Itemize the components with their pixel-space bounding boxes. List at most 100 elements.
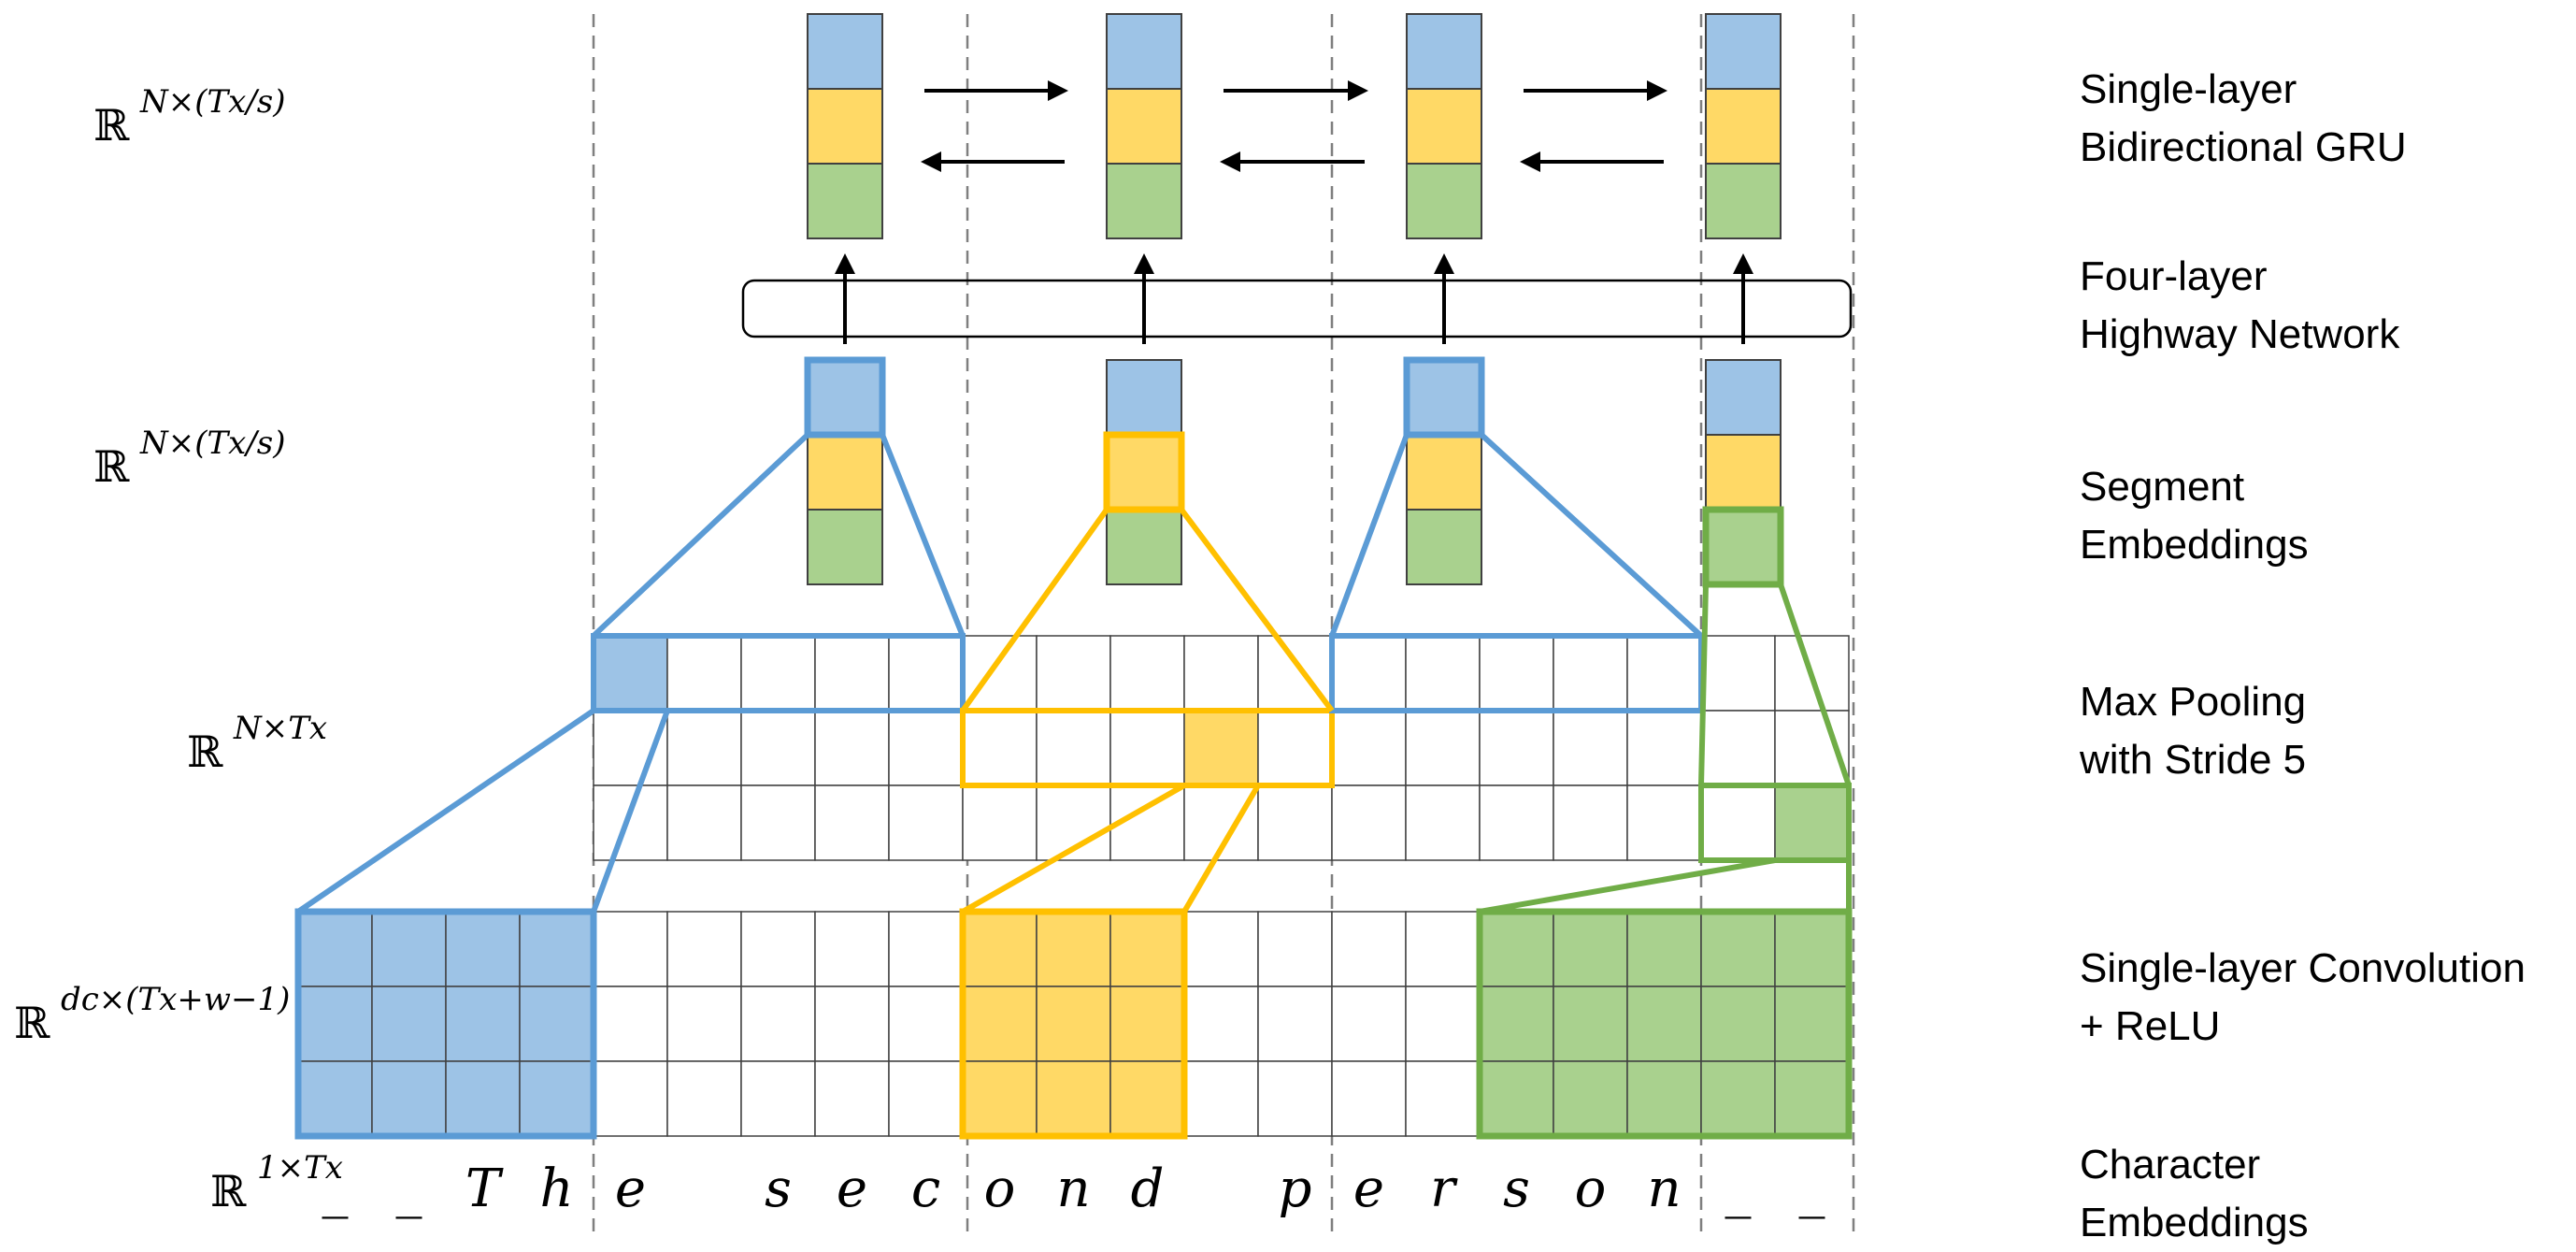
- segment-highlight-blue: [804, 356, 886, 439]
- layer-label-highway-line1: Four-layer: [2080, 253, 2268, 299]
- pool-cell: [1331, 635, 1407, 712]
- conv-cell: [1183, 1060, 1259, 1137]
- segment-cell-blue: [1106, 359, 1182, 436]
- conv-cell: [297, 911, 373, 987]
- gru-cell-green: [1705, 163, 1782, 239]
- pool-cell: [1109, 635, 1185, 712]
- character-token: T: [465, 1158, 504, 1219]
- layer-label-gru-line1: Single-layer: [2080, 66, 2297, 112]
- conv-cell: [1257, 1060, 1333, 1137]
- conv-cell: [1774, 986, 1850, 1062]
- highway-box: [741, 279, 1853, 338]
- pool-cell: [1183, 710, 1259, 786]
- dim-label-char-sup: 1×Tx: [257, 1149, 343, 1187]
- pool-cell: [1553, 710, 1628, 786]
- gru-cell-blue: [1106, 13, 1182, 90]
- conv-cell: [888, 911, 964, 987]
- conv-cell: [1626, 911, 1702, 987]
- gru-cell-yellow: [1705, 88, 1782, 165]
- character-token: s: [1503, 1158, 1530, 1219]
- layer-label-conv: Single-layer Convolution + ReLU: [2080, 945, 2526, 1049]
- conv-cell: [1257, 986, 1333, 1062]
- dim-label-conv: ℝ dc×(Tx+w−1): [14, 981, 290, 1048]
- layer-label-gru: Single-layer Bidirectional GRU: [2080, 66, 2407, 170]
- pool-cell: [1626, 710, 1702, 786]
- segment-cell-yellow: [807, 434, 883, 511]
- highway-layer: [741, 253, 1853, 344]
- dim-label-conv-sup: dc×(Tx+w−1): [61, 981, 290, 1018]
- dim-label-gru: ℝ N×(Tx/s): [93, 83, 286, 151]
- conv-cell: [814, 1060, 890, 1137]
- pool-cell: [1626, 635, 1702, 712]
- segment-cell-blue: [1406, 359, 1482, 436]
- layer-label-segment-line2: Embeddings: [2080, 522, 2309, 568]
- pool-cell: [740, 710, 816, 786]
- dim-label-char-base: ℝ: [210, 1166, 247, 1216]
- projection-lines: [296, 432, 1852, 914]
- layer-label-gru-line2: Bidirectional GRU: [2080, 124, 2407, 170]
- conv-cell: [1331, 1060, 1407, 1137]
- conv-cell: [1036, 1060, 1111, 1137]
- dim-label-conv-base: ℝ: [14, 998, 50, 1048]
- conv-cell: [297, 986, 373, 1062]
- conv-cell: [1700, 986, 1776, 1062]
- pool-cell: [1036, 710, 1111, 786]
- layer-label-segment: Segment Embeddings: [2080, 464, 2309, 568]
- layer-label-conv-line1: Single-layer Convolution: [2080, 945, 2526, 991]
- dim-label-segment-base: ℝ: [93, 441, 130, 492]
- character-token: o: [984, 1158, 1016, 1219]
- convolution-layer: [294, 908, 1853, 1140]
- conv-cell: [740, 986, 816, 1062]
- conv-cell: [1036, 911, 1111, 987]
- pool-cell: [1479, 635, 1554, 712]
- gru-layer: [807, 13, 1782, 239]
- conv-window-green: [1476, 908, 1853, 1140]
- conv-cell: [1331, 911, 1407, 987]
- conv-cell: [593, 1060, 668, 1137]
- pool-cell: [1700, 710, 1776, 786]
- character-token: h: [539, 1158, 573, 1219]
- conv-cell: [297, 1060, 373, 1137]
- conv-cell: [519, 1060, 594, 1137]
- projection-line-blue: [591, 709, 670, 914]
- conv-cell: [519, 986, 594, 1062]
- gru-cell-blue: [1406, 13, 1482, 90]
- character-token: c: [911, 1158, 940, 1219]
- conv-cell: [1479, 1060, 1554, 1137]
- projection-line-green: [1778, 583, 1852, 786]
- segment-cell-yellow: [1106, 434, 1182, 511]
- conv-cell: [1553, 986, 1628, 1062]
- conv-cell: [1479, 986, 1554, 1062]
- conv-cell: [519, 911, 594, 987]
- layer-label-char-line1: Character: [2080, 1142, 2260, 1187]
- conv-cell: [1257, 911, 1333, 987]
- character-token: d: [1131, 1158, 1165, 1219]
- conv-cell: [1553, 1060, 1628, 1137]
- conv-cell: [962, 1060, 1038, 1137]
- dim-label-segment: ℝ N×(Tx/s): [93, 425, 286, 492]
- projection-line-green: [1479, 857, 1776, 914]
- conv-cell: [371, 986, 447, 1062]
- projection-line-blue: [1479, 432, 1704, 639]
- gru-cell-blue: [1705, 13, 1782, 90]
- conv-cell: [740, 1060, 816, 1137]
- layer-label-pool: Max Pooling with Stride 5: [2079, 679, 2306, 783]
- pool-cell: [1257, 710, 1333, 786]
- pool-cell: [888, 784, 964, 861]
- pool-cell: [1553, 784, 1628, 861]
- pool-cell: [1331, 710, 1407, 786]
- projection-line-yellow: [960, 508, 1109, 712]
- conv-cell: [962, 986, 1038, 1062]
- projection-line-blue: [591, 432, 810, 639]
- gru-cell-green: [1406, 163, 1482, 239]
- conv-cell: [1700, 911, 1776, 987]
- max-pooling-layer: [591, 633, 1852, 863]
- conv-cell: [666, 1060, 742, 1137]
- gru-cell-yellow: [807, 88, 883, 165]
- character-token: _: [1725, 1158, 1752, 1219]
- pool-cell: [1479, 784, 1554, 861]
- conv-cell: [1405, 911, 1481, 987]
- conv-cell: [1109, 986, 1185, 1062]
- dim-label-pool-sup: N×Tx: [233, 710, 327, 747]
